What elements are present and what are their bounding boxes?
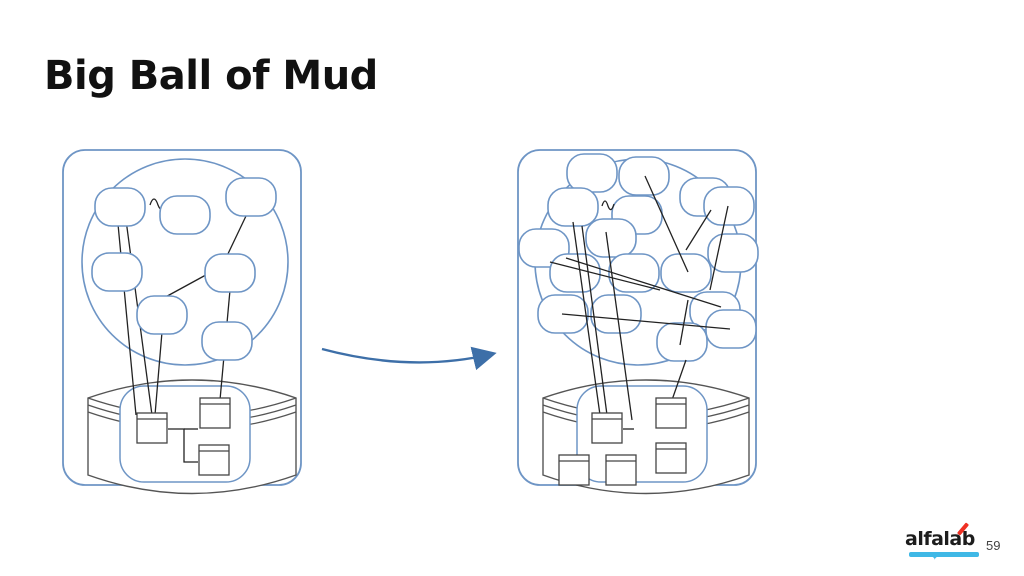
db-table: [655, 442, 687, 474]
module-node: [703, 186, 755, 226]
module-node: [566, 153, 618, 193]
slide-title: Big Ball of Mud: [44, 53, 378, 99]
module-node: [547, 187, 599, 227]
module-node: [608, 253, 660, 293]
left-system: [62, 149, 302, 495]
module-node: [656, 322, 708, 362]
db-table: [591, 412, 623, 444]
module-node: [91, 252, 143, 292]
module-node: [201, 321, 253, 361]
module-node: [204, 253, 256, 293]
db-table: [558, 454, 590, 486]
alfalab-logo: alfalab ✦: [905, 522, 985, 563]
logo-underline: [909, 552, 979, 557]
left-tables: [136, 397, 231, 476]
module-node: [225, 177, 277, 217]
right-system: [517, 149, 759, 495]
right-connectors: [549, 175, 731, 430]
module-node: [585, 218, 637, 258]
logo-spark-icon: ✦: [931, 553, 939, 563]
module-node: [94, 187, 146, 227]
module-node: [159, 195, 211, 235]
left-module-circle: [81, 158, 289, 366]
transition-arrow: [321, 346, 497, 371]
module-node: [590, 294, 642, 334]
db-table: [199, 397, 231, 429]
db-table: [605, 454, 637, 486]
left-nodes: [91, 177, 277, 361]
module-node: [660, 253, 712, 293]
db-table: [198, 444, 230, 476]
module-node: [136, 295, 188, 335]
logo-text: alfalab: [905, 528, 975, 550]
db-table: [655, 397, 687, 429]
page-number: 59: [986, 538, 1001, 553]
db-table: [136, 412, 168, 444]
right-nodes: [518, 153, 759, 362]
module-node: [618, 156, 670, 196]
left-database: [87, 379, 297, 495]
right-tables: [558, 397, 687, 486]
module-node: [705, 309, 757, 349]
